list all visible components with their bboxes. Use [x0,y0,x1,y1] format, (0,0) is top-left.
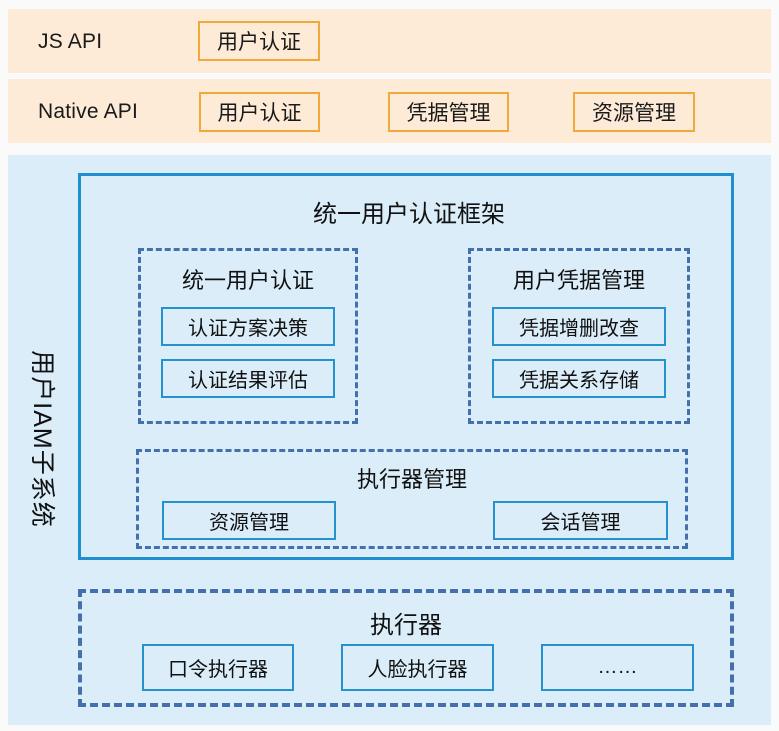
unit-auth-result-evaluation[interactable]: 认证结果评估 [161,359,335,398]
native-api-layer-label: Native API [38,100,139,123]
unit-face-executor[interactable]: 人脸执行器 [341,644,494,691]
user-iam-subsystem-panel: 用户IAM子系统 统一用户认证框架 统一用户认证 认证方案决策 认证结果评估 用… [8,155,771,725]
js-api-chip-user-auth[interactable]: 用户认证 [198,21,320,61]
native-api-chip-user-auth[interactable]: 用户认证 [199,92,320,132]
group-user-credential-mgmt-title: 用户凭据管理 [512,268,645,293]
unit-more-executors[interactable]: …… [541,644,694,691]
js-api-layer-band [8,9,771,73]
group-executor-mgmt: 执行器管理 资源管理 会话管理 [136,449,688,549]
group-executor-mgmt-title: 执行器管理 [356,467,467,492]
group-user-credential-mgmt: 用户凭据管理 凭据增删改查 凭据关系存储 [468,248,690,424]
unified-auth-framework-title: 统一用户认证框架 [313,201,505,228]
group-unified-user-auth-title: 统一用户认证 [181,268,314,293]
executor-box: 执行器 口令执行器 人脸执行器 …… [78,589,734,707]
unit-credential-relation-storage[interactable]: 凭据关系存储 [492,359,666,398]
unit-session-mgmt[interactable]: 会话管理 [493,501,668,540]
unit-resource-mgmt[interactable]: 资源管理 [162,501,336,540]
group-unified-user-auth: 统一用户认证 认证方案决策 认证结果评估 [138,248,358,424]
native-api-chip-resource-mgmt[interactable]: 资源管理 [573,92,695,132]
user-iam-subsystem-label: 用户IAM子系统 [28,350,56,528]
unified-auth-framework-box: 统一用户认证框架 统一用户认证 认证方案决策 认证结果评估 用户凭据管理 凭据增… [78,173,734,560]
unit-auth-scheme-decision[interactable]: 认证方案决策 [161,307,335,346]
unit-credential-crud[interactable]: 凭据增删改查 [492,307,666,346]
executor-title: 执行器 [370,612,442,639]
unit-password-executor[interactable]: 口令执行器 [142,644,294,691]
js-api-layer-label: JS API [38,30,103,53]
native-api-chip-credential-mgmt[interactable]: 凭据管理 [388,92,509,132]
